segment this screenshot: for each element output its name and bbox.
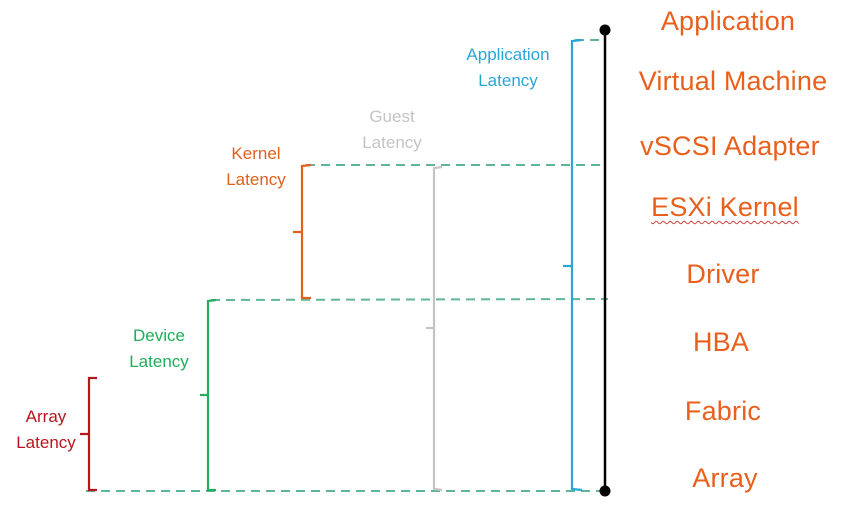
application-latency-bracket xyxy=(563,38,583,492)
guest-latency-line1: Guest xyxy=(369,107,415,126)
layer-fabric: Fabric xyxy=(684,396,762,426)
guest-latency-label: Guest Latency xyxy=(362,104,422,156)
application-latency-line2: Latency xyxy=(478,71,538,90)
kernel-latency-label: Kernel Latency xyxy=(226,141,286,193)
kernel-latency-line1: Kernel xyxy=(231,144,281,163)
layer-virtual-machine: Virtual Machine xyxy=(638,66,828,96)
device-latency-label: Device Latency xyxy=(129,323,189,375)
layer-hba: HBA xyxy=(692,327,750,357)
guest-latency-line2: Latency xyxy=(362,133,422,152)
axis-bottom-dot xyxy=(599,485,611,497)
kernel-latency-line2: Latency xyxy=(226,170,286,189)
layer-vscsi-adapter: vSCSI Adapter xyxy=(640,131,820,161)
array-latency-line2: Latency xyxy=(16,433,76,452)
layer-application: Application xyxy=(660,6,796,36)
guide-line-driver xyxy=(210,298,609,301)
guest-latency-bracket xyxy=(426,165,443,492)
layer-driver: Driver xyxy=(686,259,760,289)
array-latency-bracket xyxy=(80,376,97,492)
kernel-latency-bracket xyxy=(293,163,312,300)
layer-esxi-kernel: ESXi Kernel xyxy=(651,192,799,223)
array-latency-line1: Array xyxy=(25,407,67,426)
device-latency-bracket xyxy=(200,298,217,492)
application-latency-label: Application Latency xyxy=(466,42,549,94)
layer-array: Array xyxy=(692,463,758,493)
device-latency-line1: Device xyxy=(133,326,185,345)
application-latency-line1: Application xyxy=(466,45,550,64)
axis-top-dot xyxy=(599,24,611,36)
device-latency-line2: Latency xyxy=(129,352,189,371)
array-latency-label: Array Latency xyxy=(16,404,76,456)
layer-esxi-kernel-label: ESXi Kernel xyxy=(651,192,799,222)
